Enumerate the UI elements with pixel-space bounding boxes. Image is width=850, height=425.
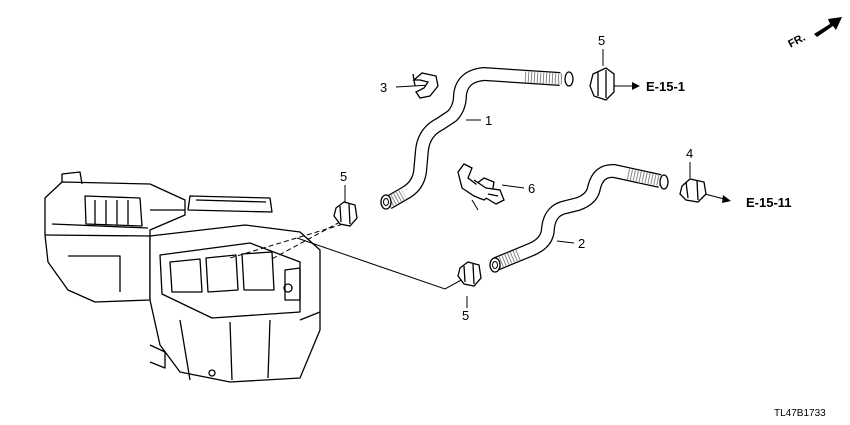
callout-5-bottom: 5: [462, 308, 469, 323]
callout-5-heater: 5: [340, 169, 347, 184]
callout-4: 4: [686, 146, 693, 161]
callout-2: 2: [578, 236, 585, 251]
reference-e-15-1: E-15-1: [646, 79, 685, 94]
drawing-code: TL47B1733: [774, 408, 826, 419]
clip-3: [412, 72, 439, 99]
front-direction-label: FR.: [786, 32, 807, 51]
hose-upper: [380, 66, 574, 210]
arrowheads: [632, 82, 731, 203]
leader-lines: [229, 49, 725, 308]
callout-6: 6: [528, 181, 535, 196]
clamp-5-upper: [589, 67, 615, 101]
callout-1: 1: [485, 113, 492, 128]
reference-e-15-11: E-15-11: [746, 195, 792, 210]
hose-lower: [489, 163, 669, 273]
clip-6: [457, 163, 505, 205]
callouts: 3 5 1 5 6 4 2 5: [340, 33, 693, 323]
front-direction-indicator: FR.: [786, 17, 842, 51]
clamp-4: [679, 178, 707, 203]
callout-5-upper: 5: [598, 33, 605, 48]
front-direction-arrow-icon: [814, 17, 842, 37]
callout-3: 3: [380, 80, 387, 95]
heater-unit: [44, 171, 321, 383]
clamp-5-bottom: [457, 261, 482, 287]
clamp-5-heater: [333, 201, 358, 227]
